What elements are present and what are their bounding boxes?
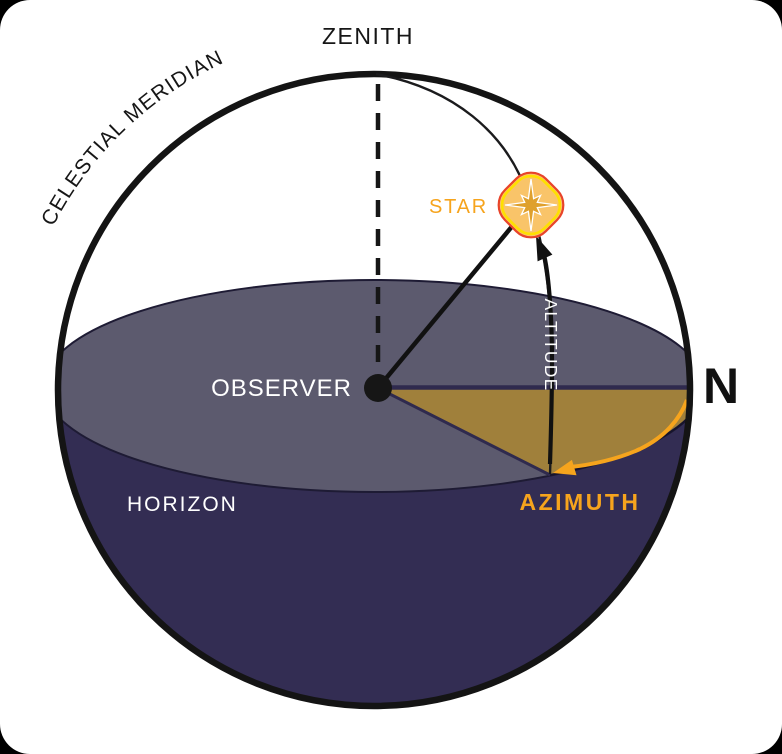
observer-label: OBSERVER xyxy=(211,375,352,402)
azimuth-arrowhead xyxy=(553,459,577,476)
altitude-label: ALTITUDE xyxy=(541,299,561,392)
observer-azimuth-line xyxy=(377,386,551,477)
observer-dot xyxy=(364,374,392,402)
azimuth-arrow xyxy=(553,399,688,476)
star-label: STAR xyxy=(429,196,488,218)
zenith-label: ZENITH xyxy=(322,23,414,49)
altitude-arrowhead xyxy=(536,236,553,262)
star-icon xyxy=(504,178,558,232)
azimuth-sector xyxy=(378,386,688,475)
horizon-label: HORIZON xyxy=(127,493,238,516)
azimuth-label: AZIMUTH xyxy=(520,489,641,515)
star-badge-ring xyxy=(500,174,562,236)
observer-star-line xyxy=(376,210,526,390)
north-label: N xyxy=(703,358,739,414)
celestial-sphere-outline xyxy=(54,70,694,710)
star-symbol xyxy=(497,171,565,239)
altitude-arrow xyxy=(536,236,555,465)
